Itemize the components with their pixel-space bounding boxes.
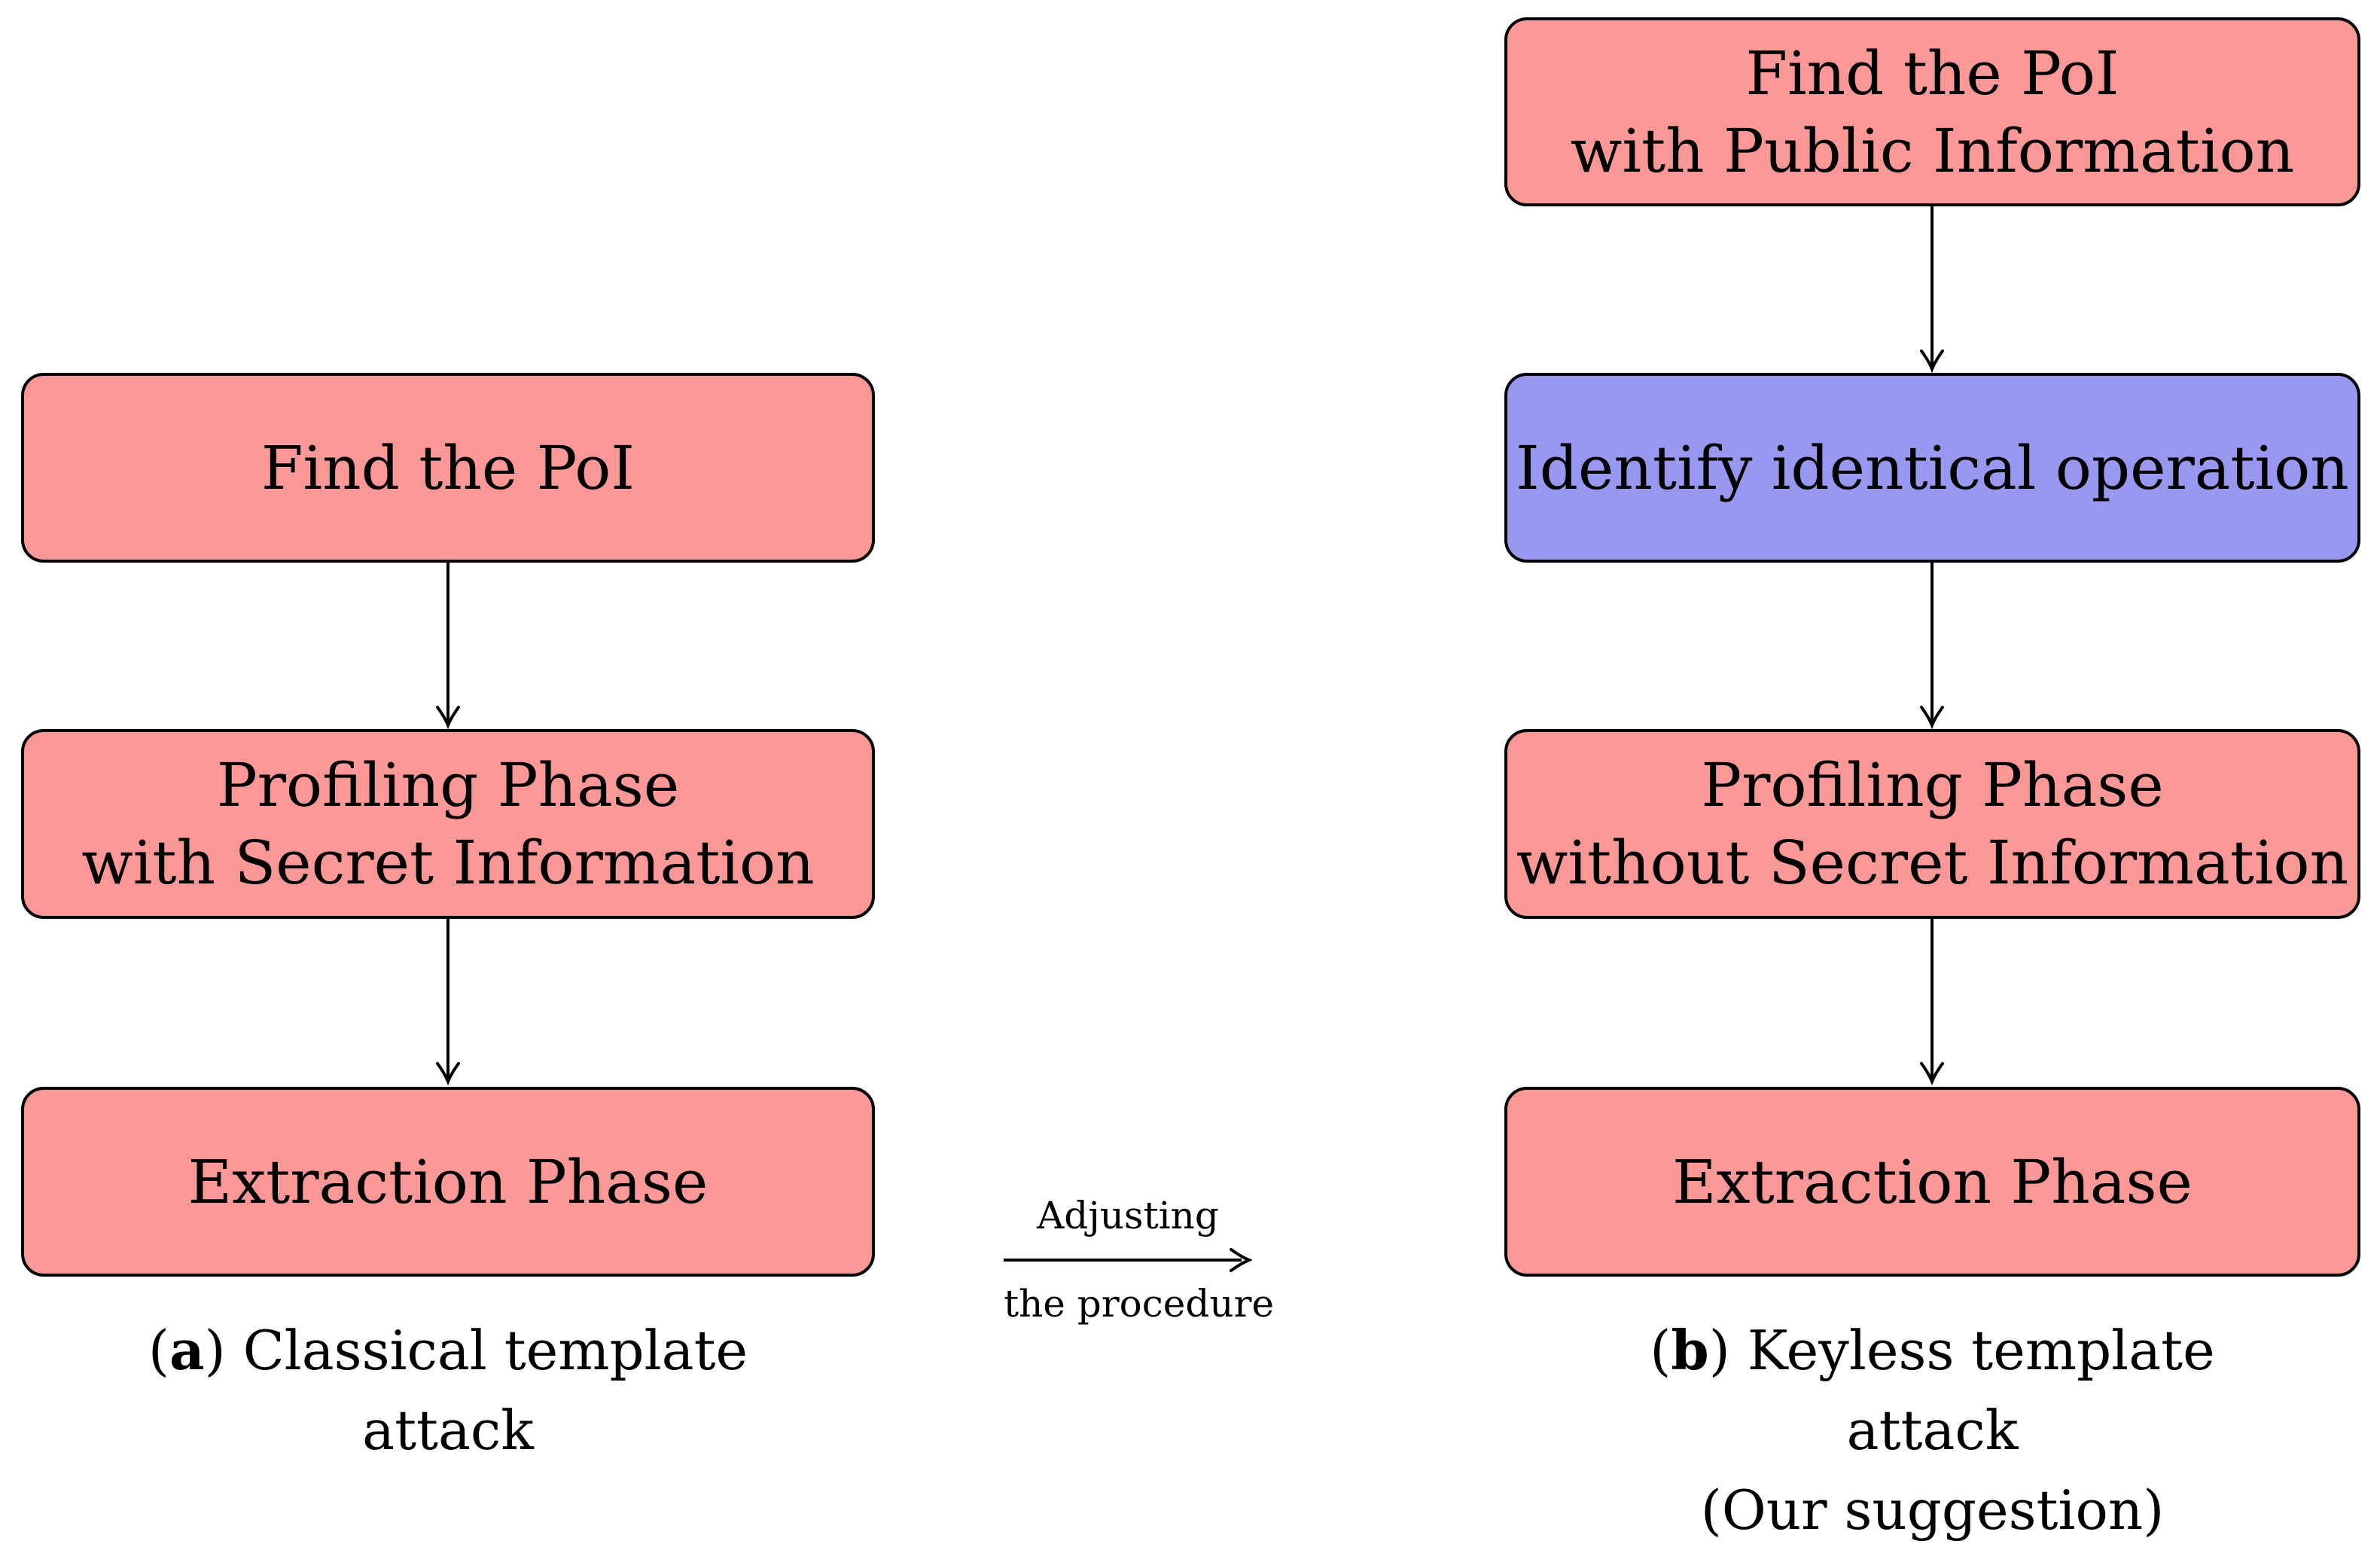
node-profiling-no-secret: Profiling Phase without Secret Informati… — [1504, 729, 2360, 919]
node-label: with Public Information — [1570, 115, 2295, 186]
caption-b-line3: (Our suggestion) — [1700, 1478, 2165, 1542]
caption-a: (a) Classical template attack — [21, 1311, 875, 1470]
node-find-poi: Find the PoI — [21, 373, 875, 563]
caption-b-text: ) Keyless template — [1708, 1319, 2215, 1382]
arrow-right-icon — [1004, 1248, 1252, 1272]
node-label: Extraction Phase — [187, 1146, 709, 1217]
arrow-down-icon — [1920, 919, 1944, 1085]
node-extraction-left: Extraction Phase — [21, 1087, 875, 1277]
node-label: Extraction Phase — [1672, 1146, 2193, 1217]
node-label: Profiling Phase — [216, 750, 680, 820]
caption-a-line1: (a) Classical template — [21, 1311, 875, 1390]
caption-b: (b) Keyless template attack (Our suggest… — [1504, 1311, 2360, 1547]
node-identify-identical: Identify identical operation — [1504, 373, 2360, 563]
node-label: Identify identical operation — [1516, 432, 2349, 503]
caption-b-line1: (b) Keyless template — [1504, 1311, 2360, 1390]
caption-b-line2: attack — [1846, 1399, 2019, 1462]
node-profiling-secret: Profiling Phase with Secret Information — [21, 729, 875, 919]
caption-a-paren: ( — [148, 1319, 169, 1382]
caption-a-letter: a — [169, 1318, 205, 1382]
caption-b-paren: ( — [1650, 1319, 1671, 1382]
node-label: Profiling Phase — [1701, 750, 2164, 820]
node-label: Find the PoI — [1745, 38, 2119, 108]
transition-label-top: Adjusting — [1037, 1194, 1219, 1237]
arrow-down-icon — [1920, 563, 1944, 729]
node-extraction-right: Extraction Phase — [1504, 1087, 2360, 1277]
node-label: without Secret Information — [1516, 828, 2349, 898]
transition-label-bottom: the procedure — [1004, 1282, 1275, 1326]
node-find-poi-public: Find the PoI with Public Information — [1504, 17, 2360, 206]
node-label: with Secret Information — [81, 828, 815, 898]
arrow-down-icon — [436, 563, 460, 729]
node-label: Find the PoI — [261, 432, 635, 503]
arrow-down-icon — [1920, 206, 1944, 373]
caption-b-letter: b — [1671, 1318, 1709, 1382]
caption-a-line2: attack — [362, 1399, 534, 1462]
caption-a-text: ) Classical template — [204, 1319, 748, 1382]
arrow-down-icon — [436, 919, 460, 1085]
